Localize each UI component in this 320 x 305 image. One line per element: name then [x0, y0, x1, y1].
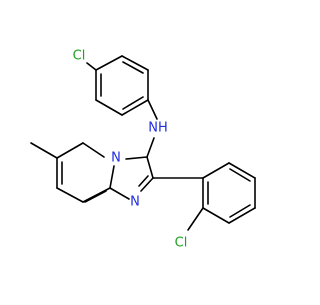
- amine-linker: [146, 99, 158, 158]
- structure-diagram: Cl NH N N Cl: [30, 49, 256, 251]
- nh-label: NH: [148, 121, 168, 136]
- chlorophenyl-ring-top: [86, 55, 149, 116]
- chlorine-label-top: Cl: [73, 49, 86, 64]
- chlorine-label-bottom: Cl: [175, 236, 188, 251]
- ring-nitrogen-label: N: [130, 195, 140, 210]
- chlorophenyl-ring-bottom: [152, 162, 256, 231]
- bridgehead-nitrogen-label: N: [111, 151, 121, 166]
- imidazopyridine-core: [30, 142, 154, 203]
- molecule-canvas: Cl NH N N Cl: [30, 49, 256, 251]
